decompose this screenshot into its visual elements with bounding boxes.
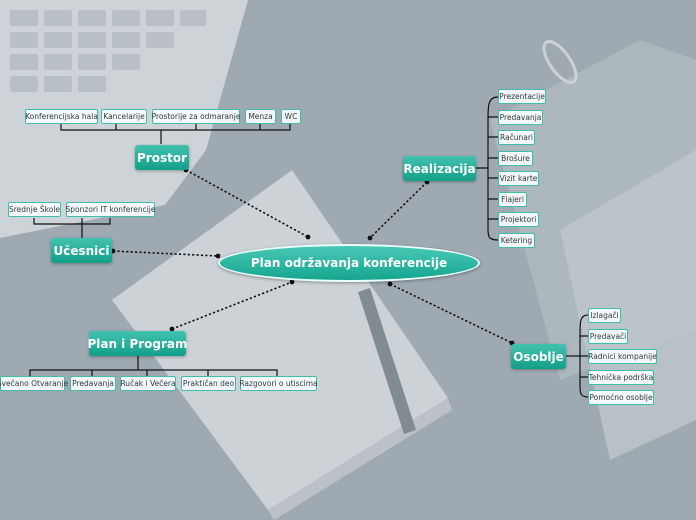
connector-prostor [185, 169, 309, 238]
leaf-realizacija-3[interactable]: Računari [498, 130, 535, 145]
leaf-ucesnici-2[interactable]: Sponzori IT konferencije [66, 202, 156, 217]
connector-osoblje [389, 283, 513, 344]
leaf-realizacija-2[interactable]: Predavanja [498, 110, 543, 125]
connector-ucesnici [112, 250, 219, 257]
leaf-ucesnici-1[interactable]: Srednje Škole [8, 202, 61, 217]
leaf-realizacija-7[interactable]: Projektori [498, 212, 539, 227]
leaf-plan-5[interactable]: Razgovori o utiscima [239, 376, 318, 391]
leaf-prostor-5[interactable]: WC [281, 109, 301, 124]
topic-osoblje[interactable]: Osoblje [511, 344, 566, 369]
connector-realizacija [369, 181, 428, 239]
leaf-osoblje-2[interactable]: Predavači [588, 329, 628, 344]
topic-prostor[interactable]: Prostor [135, 145, 189, 170]
topic-realizacija[interactable]: Realizacija [403, 156, 476, 181]
leaf-realizacija-6[interactable]: Flajeri [498, 192, 527, 207]
leaf-prostor-4[interactable]: Menza [245, 109, 276, 124]
leaf-prostor-3[interactable]: Prostorije za odmaranje [152, 109, 240, 124]
leaf-osoblje-1[interactable]: Izlagači [588, 308, 621, 323]
topic-plan-i-program[interactable]: Plan i Program [87, 331, 188, 356]
leaf-realizacija-1[interactable]: Prezentacije [498, 89, 546, 104]
leaf-osoblje-5[interactable]: Pomoćno osoblje [588, 390, 654, 405]
leaf-plan-3[interactable]: Ručak i Večera [120, 376, 176, 391]
bracket-connectors [29, 96, 589, 398]
topic-ucesnici[interactable]: Učesnici [51, 238, 112, 263]
leaf-plan-1[interactable]: Svečano Otvaranje [0, 376, 68, 391]
pen-shape [358, 288, 416, 434]
leaf-osoblje-4[interactable]: Tehnička podrška [588, 370, 654, 385]
leaf-realizacija-8[interactable]: Ketering [498, 233, 535, 248]
leaf-realizacija-4[interactable]: Brošure [498, 151, 533, 166]
dashed-connectors [112, 169, 513, 344]
leaf-plan-2[interactable]: Predavanja [70, 376, 116, 391]
leaf-prostor-1[interactable]: Konferencijska hala [25, 109, 98, 124]
leaf-realizacija-5[interactable]: Vizit karte [498, 171, 539, 186]
leaf-prostor-2[interactable]: Kancelarije [101, 109, 147, 124]
leaf-osoblje-3[interactable]: Radnici kompanije [588, 349, 657, 364]
connector-plan [171, 281, 293, 330]
central-topic[interactable]: Plan održavanja konferencije [218, 244, 480, 282]
notebook-shape [112, 170, 448, 510]
leaf-plan-4[interactable]: Praktičan deo [181, 376, 236, 391]
paperclip-shape [542, 40, 578, 84]
